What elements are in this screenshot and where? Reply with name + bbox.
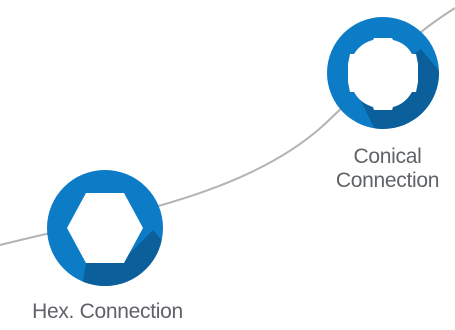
conical-label-line-1: Conical [353, 145, 422, 168]
hex-connection-label: Hex. Connection [0, 300, 215, 324]
conical-connection-icon [327, 17, 439, 129]
hex-label-line-1: Hex. Connection [32, 300, 183, 323]
conical-label-line-2: Connection [335, 169, 440, 192]
hex-connection-icon [47, 170, 163, 286]
conical-connection-label: Conical Connection [320, 145, 455, 193]
